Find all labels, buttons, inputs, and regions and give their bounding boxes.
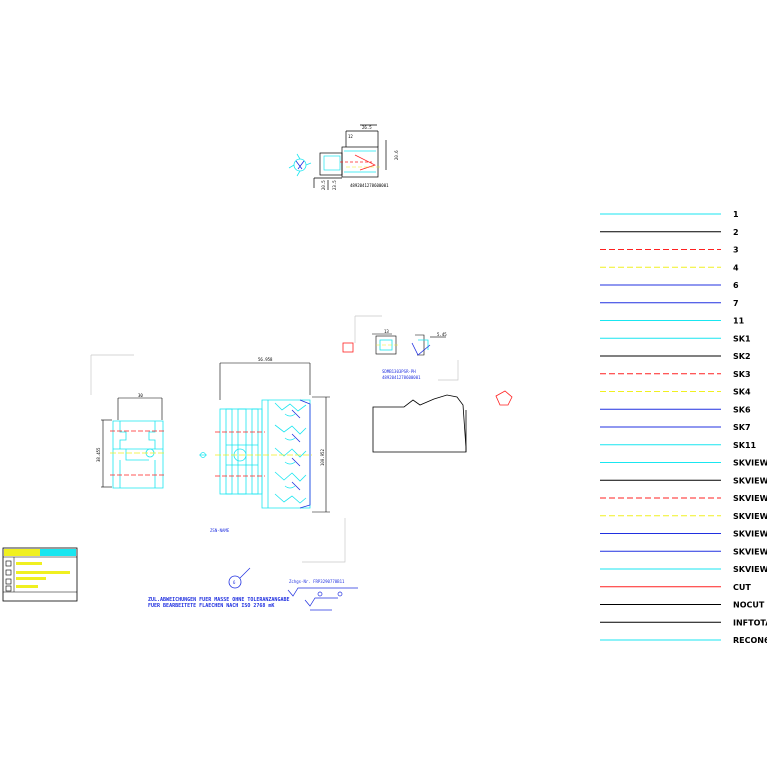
top-detail-view: 26.5 12 20.6 20.5 23.5 4892041278600001: [288, 124, 399, 190]
legend-row: 3: [600, 246, 739, 255]
detail-view: 13 5.45 SDMB1303PSR-PH 4892041278600001: [342, 315, 459, 381]
legend-label: 4: [733, 263, 739, 272]
legend-label: CUT: [733, 583, 751, 592]
profile-outline: [372, 394, 467, 453]
title-block: [2, 547, 78, 602]
legend-label: SK11: [733, 441, 757, 450]
legend-label: SKVIEW3: [733, 494, 767, 503]
legend-label: SKVIEW2: [733, 476, 767, 485]
surface-symbols: Zchgs-Nr. FRP3290778B11: [287, 579, 358, 611]
legend-row: NOCUT: [600, 601, 765, 610]
side-caption: ZSN-NAME: [210, 528, 230, 533]
legend-label: 3: [733, 246, 739, 255]
side-width-dim: 56.958: [258, 357, 273, 362]
legend-label: 6: [733, 281, 739, 290]
top-part-number: 4892041278600001: [350, 183, 389, 188]
legend-row: INFTOTAL: [600, 618, 767, 627]
front-width-dim: 30: [138, 393, 143, 398]
legend-label: 2: [733, 228, 739, 237]
top-dim-e: 23.5: [332, 180, 337, 190]
detail-code: SDMB1303PSR-PH: [382, 369, 416, 374]
side-height-dim: 100.952: [320, 449, 325, 466]
legend-row: SK3: [600, 370, 751, 379]
legend-row: SKVIEW2: [600, 476, 767, 485]
legend-row: SK11: [600, 441, 757, 450]
legend-row: SK4: [600, 388, 751, 397]
legend-row: SK6: [600, 405, 751, 414]
legend-row: SKVIEW6: [600, 530, 767, 539]
legend-row: 1: [600, 210, 739, 219]
legend-label: SK7: [733, 423, 751, 432]
front-height-dim: 38.455: [96, 447, 101, 462]
legend-row: 11: [600, 317, 745, 326]
legend-label: 7: [733, 299, 739, 308]
tolerance-note-2: FUER BEARBEITETE FLAECHEN NACH ISO 2768 …: [148, 603, 274, 609]
legend-row: 4: [600, 263, 739, 272]
legend-label: SK4: [733, 388, 751, 397]
legend-label: SK2: [733, 352, 751, 361]
drawing-number-label: Zchgs-Nr. FRP3290778B11: [289, 579, 345, 584]
legend-label: RECON6: [733, 636, 767, 645]
legend-label: SKVIEW7: [733, 547, 767, 556]
legend-label: 11: [733, 317, 745, 326]
top-dim-d: 20.5: [321, 180, 326, 190]
detail-part: 4892041278600001: [382, 375, 421, 380]
view-frame-corner: [302, 518, 346, 563]
legend-row: SK1: [600, 334, 751, 343]
legend-label: 1: [733, 210, 739, 219]
legend-label: SK6: [733, 405, 751, 414]
legend-row: SKVIEW1: [600, 459, 767, 468]
tolerance-note-1: ZUL.ABWEICHUNGEN FUER MASSE OHNE TOLERAN…: [148, 597, 289, 603]
top-dim-c: 20.6: [394, 150, 399, 160]
detail-dim-b: 5.45: [437, 332, 447, 337]
legend-label: SKVIEW11: [733, 565, 767, 574]
top-dim-a: 26.5: [362, 125, 372, 130]
layer-legend: 1 2 3 4 6 7 11SK1SK2SK3SK4SK6SK7SK11SKVIEW1SKV…: [600, 210, 767, 645]
top-dim-b: 12: [348, 134, 353, 139]
legend-row: 6: [600, 281, 739, 290]
legend-label: SKVIEW1: [733, 459, 767, 468]
front-view: 30 38.455: [90, 354, 166, 489]
side-view: 56.958 100.952 ZSN-NAME: [210, 357, 330, 533]
detail-dim-a: 13: [384, 329, 389, 334]
legend-row: CUT: [600, 583, 751, 592]
legend-row: SKVIEW3: [600, 494, 767, 503]
legend-label: SKVIEW4: [733, 512, 767, 521]
gear-symbol: [288, 153, 312, 177]
legend-label: SK1: [733, 334, 751, 343]
legend-label: INFTOTAL: [733, 618, 767, 627]
legend-label: NOCUT: [733, 601, 765, 610]
legend-row: SK7: [600, 423, 751, 432]
center-mark-icon: [199, 452, 207, 458]
legend-row: RECON6: [600, 636, 767, 645]
balloon-number: 6: [233, 580, 236, 585]
legend-row: SKVIEW4: [600, 512, 767, 521]
legend-row: SKVIEW7: [600, 547, 767, 556]
balloon-callout: 6: [228, 567, 251, 589]
red-marker: [495, 390, 513, 406]
legend-row: SKVIEW11: [600, 565, 767, 574]
legend-label: SKVIEW6: [733, 530, 767, 539]
legend-row: 7: [600, 299, 739, 308]
legend-row: SK2: [600, 352, 751, 361]
legend-row: 2: [600, 228, 739, 237]
legend-label: SK3: [733, 370, 751, 379]
